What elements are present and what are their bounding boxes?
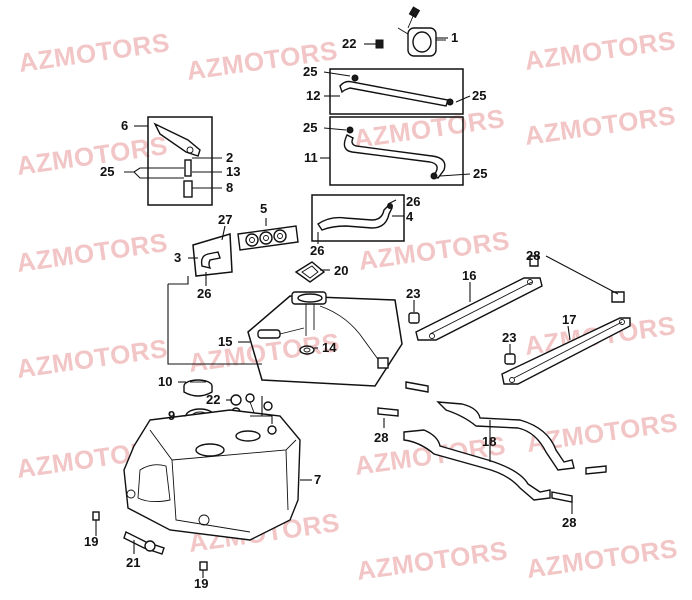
callout-label: 6	[121, 118, 128, 133]
callout-label: 22	[342, 36, 356, 51]
callout-label: 21	[126, 555, 140, 570]
bolts-28-part	[377, 255, 625, 503]
hose-11-group	[329, 116, 464, 186]
callout-label: 13	[226, 164, 240, 179]
callout-label: 25	[303, 120, 317, 135]
callout-label: 17	[562, 312, 576, 327]
screws-19-21-part	[92, 511, 208, 571]
stay-17-part	[501, 317, 631, 385]
watermark: AZMOTORS	[15, 130, 170, 181]
callout-label: 26	[406, 194, 420, 209]
callout-label: 16	[462, 268, 476, 283]
watermark: AZMOTORS	[523, 25, 678, 76]
nuts-23-part	[408, 312, 516, 365]
fuel-cap-part	[183, 379, 213, 397]
callout-label: 28	[562, 515, 576, 530]
callout-label: 25	[472, 88, 486, 103]
hose-12-group	[329, 68, 464, 115]
callout-label: 5	[260, 201, 267, 216]
callout-label: 19	[194, 576, 208, 591]
callout-label: 20	[334, 263, 348, 278]
fuel-sender-group	[247, 291, 403, 387]
callout-label: 18	[482, 434, 496, 449]
callout-label: 27	[218, 212, 232, 227]
callout-label: 10	[158, 374, 172, 389]
callout-label: 28	[526, 248, 540, 263]
watermark: AZMOTORS	[523, 100, 678, 151]
callout-label: 19	[84, 534, 98, 549]
watermark: AZMOTORS	[15, 227, 170, 278]
callout-label: 11	[304, 150, 318, 165]
callout-label: 15	[218, 334, 232, 349]
callout-label: 25	[473, 166, 487, 181]
callout-label: 12	[306, 88, 320, 103]
callout-label: 1	[451, 30, 458, 45]
watermark: AZMOTORS	[352, 103, 507, 154]
callout-label: 8	[226, 180, 233, 195]
callout-label: 7	[314, 472, 321, 487]
watermark: AZMOTORS	[17, 27, 172, 78]
callout-label: 2	[226, 150, 233, 165]
watermark: AZMOTORS	[525, 533, 680, 584]
callout-label: 4	[406, 209, 414, 224]
watermark: AZMOTORS	[355, 535, 510, 586]
callout-label: 23	[502, 330, 516, 345]
callout-label: 28	[374, 430, 388, 445]
callout-label: 26	[197, 286, 211, 301]
bands-18-part	[403, 401, 575, 501]
watermark-layer: AZMOTORS AZMOTORS AZMOTORS AZMOTORS AZMO…	[15, 25, 680, 586]
callout-label: 25	[303, 64, 317, 79]
watermark: AZMOTORS	[357, 225, 512, 276]
fuel-tank-part	[123, 409, 301, 541]
hose-4-group	[311, 194, 405, 242]
leader-lines	[95, 37, 619, 578]
grommet-set-part	[237, 225, 299, 251]
stay-16-part	[415, 277, 543, 341]
gasket-20-part	[294, 261, 326, 283]
callout-labels: 1 22 25 12 25 25 11 25 6 2 25 13 8 5 27 …	[84, 30, 576, 591]
watermark: AZMOTORS	[15, 333, 170, 384]
callout-label: 14	[322, 340, 337, 355]
callout-label: 26	[310, 243, 324, 258]
callout-label: 9	[168, 408, 175, 423]
fuel-pump-part	[375, 6, 446, 57]
callout-label: 3	[174, 250, 181, 265]
bracket-group	[147, 116, 213, 206]
callout-label: 23	[406, 286, 420, 301]
callout-label: 25	[100, 164, 114, 179]
callout-label: 22	[206, 392, 220, 407]
elbow-3-group	[192, 233, 233, 277]
